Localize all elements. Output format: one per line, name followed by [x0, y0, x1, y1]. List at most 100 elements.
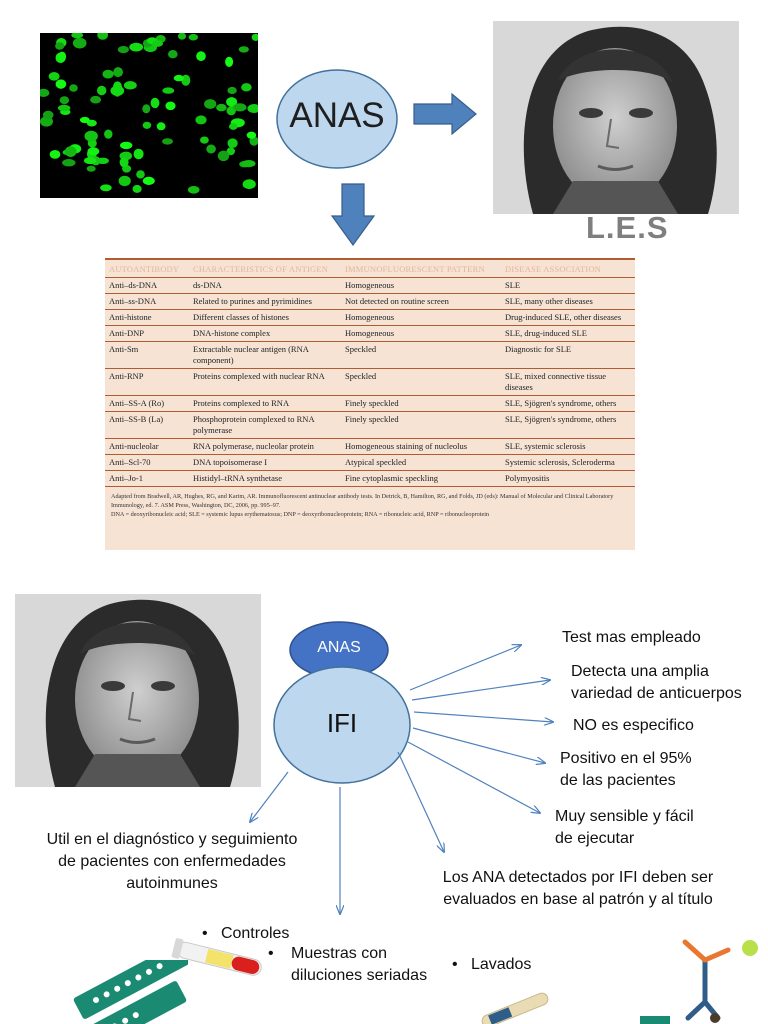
- nucleus-dot: [142, 176, 155, 185]
- patient-face-image-bottom: [15, 594, 261, 787]
- bullet-label: Muestras con: [291, 945, 388, 962]
- cell-disease: SLE, systemic sclerosis: [501, 438, 635, 455]
- nucleus-dot: [120, 141, 133, 150]
- item-positivo-95: Positivo en el 95% de las pacientes: [560, 748, 692, 792]
- item-line: variedad de anticuerpos: [571, 685, 742, 702]
- nucleus-dot: [196, 51, 206, 62]
- nucleus-dot: [59, 96, 70, 105]
- nucleus-dot: [217, 150, 230, 162]
- cell-disease: SLE, mixed connective tissue diseases: [501, 368, 635, 396]
- cell-autoantibody: Anti–ss-DNA: [105, 293, 189, 310]
- item-line: de las pacientes: [560, 772, 676, 789]
- cell-disease: Systemic sclerosis, Scleroderma: [501, 454, 635, 471]
- nucleus-dot: [173, 74, 184, 82]
- nucleus-dot: [227, 138, 238, 148]
- cell-disease: SLE, many other diseases: [501, 293, 635, 310]
- down-arrow-icon: [330, 183, 376, 247]
- nucleus-dot: [241, 83, 252, 92]
- cell-pattern: Homogeneous: [341, 309, 501, 326]
- nucleus-dot: [113, 67, 123, 78]
- anas-ellipse-top: [276, 69, 398, 169]
- nucleus-dot: [86, 165, 96, 172]
- cell-pattern: Finely speckled: [341, 411, 501, 439]
- item-line: Detecta una amplia: [571, 663, 709, 680]
- cell-autoantibody: Anti-Sm: [105, 341, 189, 369]
- nucleus-dot: [188, 33, 198, 41]
- item-line: Muy sensible y fácil: [555, 808, 694, 825]
- nucleus-dot: [226, 106, 236, 116]
- arrow-to-no-especifico: [413, 711, 553, 722]
- nucleus-dot: [165, 101, 176, 111]
- nucleus-dot: [187, 186, 200, 194]
- cell-antigen: DNA-histone complex: [189, 325, 341, 342]
- bullet-dot-icon: •: [452, 956, 471, 973]
- cell-pattern: Speckled: [341, 341, 501, 369]
- anas-label-bottom: ANAS: [317, 639, 361, 656]
- ana-patron-text: Los ANA detectados por IFI deben ser eva…: [420, 867, 736, 911]
- cell-antigen: DNA topoisomerase I: [189, 454, 341, 471]
- arrow-to-test: [409, 645, 521, 691]
- nucleus-dot: [229, 123, 238, 130]
- item-line: de ejecutar: [555, 830, 635, 847]
- cell-disease: SLE: [501, 277, 635, 294]
- cell-autoantibody: Anti-nucleolar: [105, 438, 189, 455]
- bullet-muestras: • Muestras con diluciones seriadas: [268, 943, 427, 987]
- nucleus-dot: [58, 51, 67, 62]
- cell-autoantibody: Anti-histone: [105, 309, 189, 326]
- nucleus-dot: [119, 157, 129, 168]
- autoantibody-table: AUTOANTIBODY CHARACTERISTICS OF ANTIGEN …: [105, 258, 635, 550]
- cell-antigen: Different classes of histones: [189, 309, 341, 326]
- nucleus-dot: [110, 85, 125, 96]
- nucleus-dot: [162, 87, 175, 94]
- cell-disease: Polymyositis: [501, 470, 635, 487]
- item-no-especifico: NO es especifico: [573, 715, 694, 737]
- nucleus-dot: [227, 86, 237, 95]
- patron-line: evaluados en base al patrón y al título: [443, 891, 713, 908]
- header-disease: DISEASE ASSOCIATION: [501, 260, 635, 278]
- cell-antigen: Histidyl–tRNA synthetase: [189, 470, 341, 487]
- nucleus-dot: [42, 110, 54, 120]
- nucleus-dot: [247, 104, 258, 113]
- cell-pattern: Not detected on routine screen: [341, 293, 501, 310]
- nucleus-dot: [132, 184, 142, 193]
- nucleus-dot: [246, 131, 257, 139]
- green-nuclei-image: [40, 33, 258, 194]
- nucleus-dot: [177, 33, 187, 40]
- cell-pattern: Homogeneous: [341, 277, 501, 294]
- util-line: Util en el diagnóstico y seguimiento: [46, 831, 298, 848]
- slide-icon: [71, 960, 188, 1024]
- nucleus-dot: [206, 144, 216, 154]
- bullet-label: Controles: [220, 925, 290, 942]
- cell-autoantibody: Anti–ds-DNA: [105, 277, 189, 294]
- cell-autoantibody: Anti-DNP: [105, 325, 189, 342]
- cell-pattern: Atypical speckled: [341, 454, 501, 471]
- util-diagnostico-text: Util en el diagnóstico y seguimiento de …: [22, 829, 322, 895]
- nucleus-dot: [62, 159, 76, 167]
- nucleus-dot: [100, 184, 112, 192]
- cell-pattern: Speckled: [341, 368, 501, 396]
- header-autoantibody: AUTOANTIBODY: [105, 260, 189, 278]
- nucleus-dot: [152, 40, 163, 47]
- right-arrow-icon: [413, 92, 477, 136]
- cell-disease: SLE, drug-induced SLE: [501, 325, 635, 342]
- arrow-to-positivo: [412, 727, 545, 763]
- util-line: autoinmunes: [126, 875, 218, 892]
- nucleus-dot: [117, 46, 129, 54]
- cell-autoantibody: Anti–Jo-1: [105, 470, 189, 487]
- nucleus-dot: [55, 42, 65, 50]
- bullet-dot-icon: •: [268, 945, 274, 962]
- nucleus-dot: [118, 175, 131, 187]
- test-tube-icon: [171, 938, 262, 976]
- nucleus-dot: [90, 95, 102, 104]
- antibody-icon: [640, 939, 758, 1024]
- patient-photo-bottom: [15, 594, 261, 787]
- nucleus-dot: [242, 179, 256, 190]
- nucleus-dot: [142, 104, 151, 114]
- table-row: Anti–SS-B (La)Phosphoprotein complexed t…: [105, 411, 635, 439]
- nucleus-dot: [64, 146, 77, 157]
